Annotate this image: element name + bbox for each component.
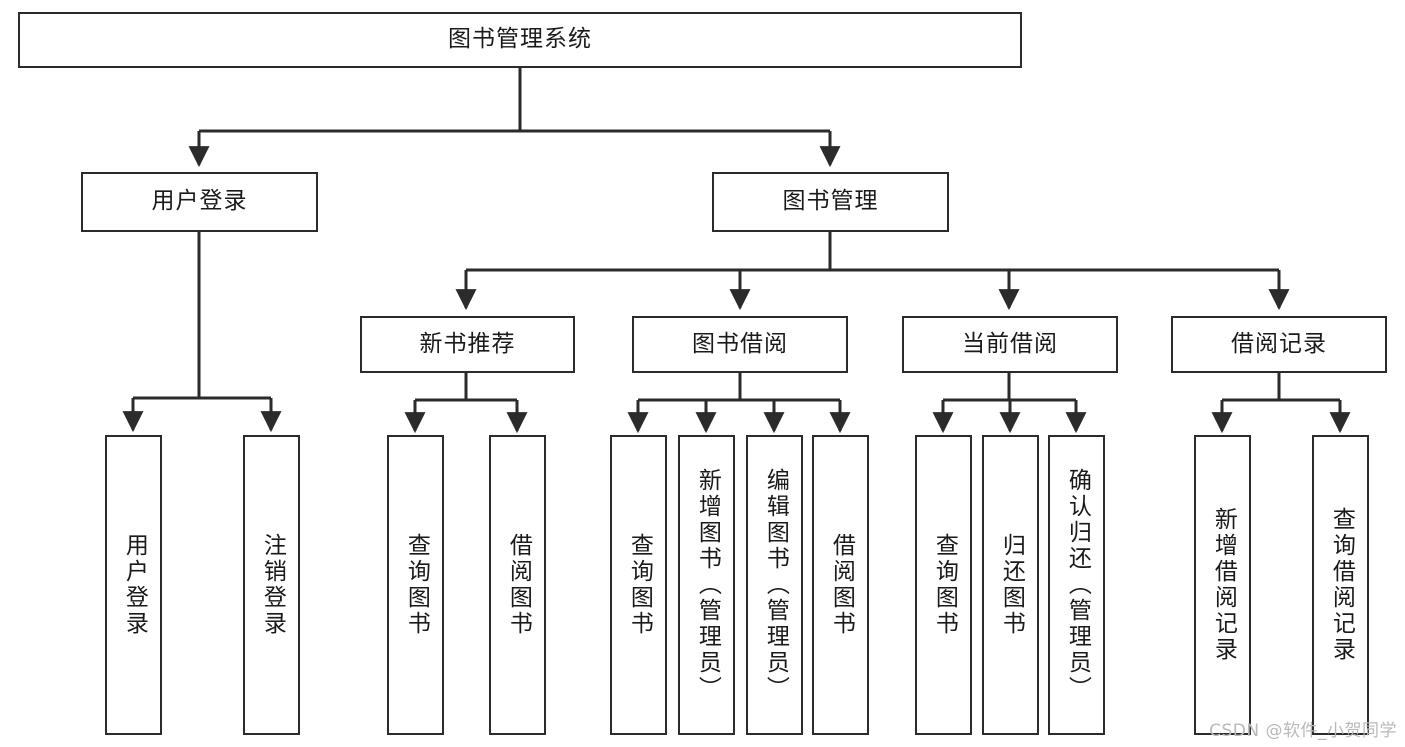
leaf-record-query-label: 查询借阅记录 (1328, 507, 1355, 663)
leaf-borrow-borrow-book-label: 借阅图书 (828, 533, 855, 637)
csdn-watermark: CSDN @软件_小贺同学 (1209, 721, 1397, 741)
leaf-borrow-edit-book[interactable]: 编辑图书（管理员） (746, 435, 803, 735)
leaf-current-confirm-return-label: 确认归还（管理员） (1064, 468, 1091, 702)
leaf-borrow-query-book[interactable]: 查询图书 (610, 435, 667, 735)
leaf-record-query[interactable]: 查询借阅记录 (1312, 435, 1369, 735)
node-borrow-record-label: 借阅记录 (1231, 330, 1327, 357)
node-user-login[interactable]: 用户登录 (81, 172, 318, 232)
leaf-current-return-book[interactable]: 归还图书 (982, 435, 1039, 735)
leaf-new-book-borrow[interactable]: 借阅图书 (489, 435, 546, 735)
leaf-borrow-borrow-book[interactable]: 借阅图书 (812, 435, 869, 735)
leaf-record-add-label: 新增借阅记录 (1210, 507, 1237, 663)
leaf-current-return-book-label: 归还图书 (998, 533, 1025, 637)
node-book-borrow[interactable]: 图书借阅 (632, 316, 848, 373)
node-book-management-label: 图书管理 (782, 188, 879, 215)
node-new-book-recommend[interactable]: 新书推荐 (360, 316, 575, 373)
leaf-borrow-add-book-label: 新增图书（管理员） (694, 468, 721, 702)
node-root-label: 图书管理系统 (448, 26, 592, 53)
node-current-borrow-label: 当前借阅 (962, 330, 1058, 357)
node-root[interactable]: 图书管理系统 (18, 12, 1022, 68)
leaf-current-confirm-return[interactable]: 确认归还（管理员） (1048, 435, 1105, 735)
node-book-borrow-label: 图书借阅 (692, 330, 788, 357)
leaf-current-query-book-label: 查询图书 (931, 533, 958, 637)
leaf-borrow-edit-book-label: 编辑图书（管理员） (762, 468, 789, 702)
leaf-new-book-borrow-label: 借阅图书 (505, 533, 532, 637)
node-new-book-recommend-label: 新书推荐 (419, 330, 516, 357)
leaf-borrow-query-book-label: 查询图书 (626, 533, 653, 637)
leaf-user-login-signin[interactable]: 用户登录 (105, 435, 162, 735)
node-current-borrow[interactable]: 当前借阅 (902, 316, 1118, 373)
leaf-new-book-query-label: 查询图书 (403, 533, 430, 637)
node-borrow-record[interactable]: 借阅记录 (1171, 316, 1387, 373)
leaf-user-login-signout[interactable]: 注销登录 (243, 435, 300, 735)
node-user-login-label: 用户登录 (151, 188, 248, 215)
leaf-current-query-book[interactable]: 查询图书 (915, 435, 972, 735)
leaf-record-add[interactable]: 新增借阅记录 (1194, 435, 1251, 735)
node-book-management[interactable]: 图书管理 (712, 172, 949, 232)
leaf-user-login-signin-label: 用户登录 (121, 533, 148, 637)
leaf-borrow-add-book[interactable]: 新增图书（管理员） (678, 435, 735, 735)
leaf-user-login-signout-label: 注销登录 (259, 533, 286, 637)
leaf-new-book-query[interactable]: 查询图书 (387, 435, 444, 735)
